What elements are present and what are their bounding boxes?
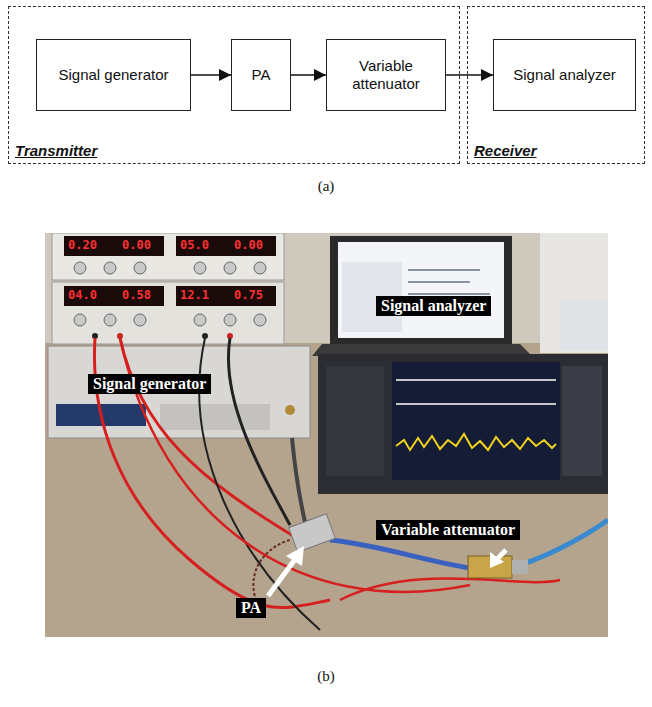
photo-tag: Signal analyzer [376,296,491,316]
box-label: PA [248,66,275,84]
led-readout: 0.00 [120,238,153,252]
process-box: Signal generator [36,39,191,111]
process-box: PA [231,39,291,111]
led-readout: 04.0 [66,288,99,302]
box-label: Signal analyzer [509,66,620,84]
group-title: Receiver [474,142,537,159]
photo-tag: Signal generator [88,374,211,394]
led-readout: 05.0 [178,238,211,252]
process-box: Signal analyzer [493,39,636,111]
photo-tag: PA [236,598,266,618]
photo-tag: Variable attenuator [376,520,520,540]
subfigure-label: (a) [318,178,335,195]
group-title: Transmitter [15,142,97,159]
led-readout: 0.58 [120,288,153,302]
dashed-group: Receiver Signal analyzer [467,6,645,164]
led-readout: 12.1 [178,288,211,302]
dashed-group: Transmitter Signal generator PA Variable at… [8,6,460,164]
process-box: Variable attenuator [326,39,446,111]
subfigure-label: (b) [317,668,335,685]
box-label: Signal generator [54,66,172,84]
signal-arrow [191,74,231,76]
signal-arrow [291,74,326,76]
box-label: Variable attenuator [327,57,445,93]
led-readout: 0.00 [232,238,265,252]
led-readout: 0.20 [66,238,99,252]
led-readout: 0.75 [232,288,265,302]
signal-arrow [446,74,493,76]
